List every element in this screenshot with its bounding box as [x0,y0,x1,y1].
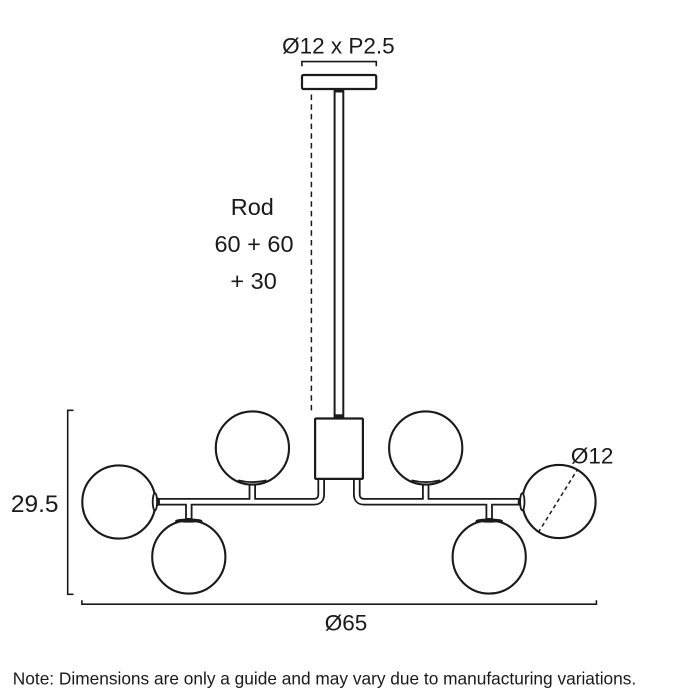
svg-text:+ 30: + 30 [230,268,276,294]
svg-text:Ø12: Ø12 [571,444,614,469]
svg-text:Note: Dimensions are only a gu: Note: Dimensions are only a guide and ma… [13,669,636,689]
svg-text:29.5: 29.5 [11,491,59,518]
svg-text:60 + 60: 60 + 60 [214,231,293,257]
svg-text:Ø65: Ø65 [325,611,368,636]
svg-text:Rod: Rod [231,194,274,220]
svg-text:Ø12 x P2.5: Ø12 x P2.5 [282,34,395,59]
